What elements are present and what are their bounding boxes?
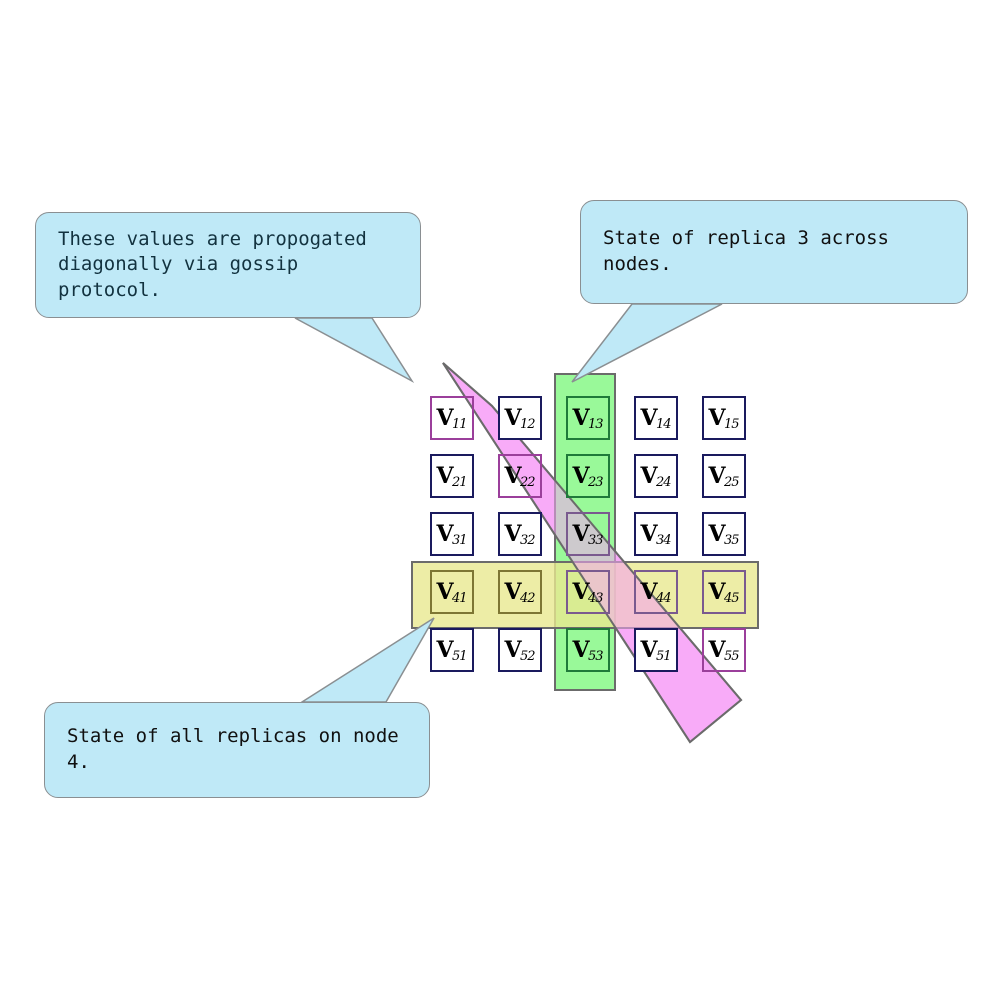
cell-symbol: V [504, 521, 522, 547]
cell-symbol: V [572, 579, 590, 605]
cell-subscript: 35 [724, 532, 740, 548]
callout-text: These values are propogated diagonally v… [58, 227, 367, 301]
cell-symbol: V [640, 521, 658, 547]
cell-symbol: V [640, 463, 658, 489]
cell-subscript: 24 [656, 474, 672, 490]
callout-gossip-note: These values are propogated diagonally v… [35, 212, 421, 318]
cell-symbol: V [572, 463, 590, 489]
cell-symbol: V [708, 463, 726, 489]
callout-text: State of all replicas on node 4. [67, 725, 399, 773]
cell-subscript: 12 [520, 416, 536, 432]
cell-symbol: V [572, 637, 590, 663]
cell-symbol: V [708, 405, 726, 431]
cell-symbol: V [708, 637, 726, 663]
cell-subscript: 53 [588, 648, 604, 664]
cell-symbol: V [436, 521, 454, 547]
node-note-tail [299, 617, 435, 703]
cell-subscript: 52 [520, 648, 536, 664]
cell-subscript: 22 [520, 474, 536, 490]
cell-subscript: 34 [656, 532, 672, 548]
callout-text: State of replica 3 across nodes. [603, 227, 889, 275]
cell-subscript: 45 [724, 590, 740, 606]
cell-subscript: 51 [452, 648, 468, 664]
cell-subscript: 55 [724, 648, 740, 664]
cell-subscript: 51 [656, 648, 672, 664]
cell-symbol: V [640, 579, 658, 605]
cell-symbol: V [436, 405, 454, 431]
cell-symbol: V [572, 405, 590, 431]
cell-subscript: 41 [452, 590, 468, 606]
cell-symbol: V [640, 637, 658, 663]
cell-subscript: 15 [724, 416, 740, 432]
cell-symbol: V [708, 521, 726, 547]
cell-subscript: 44 [656, 590, 672, 606]
cell-subscript: 25 [724, 474, 740, 490]
cell-subscript: 32 [520, 532, 536, 548]
cell-subscript: 23 [588, 474, 604, 490]
cell-symbol: V [504, 579, 522, 605]
replica-note-tail [571, 303, 723, 383]
gossip-note-tail [294, 317, 415, 384]
cell-symbol: V [436, 637, 454, 663]
cell-symbol: V [504, 637, 522, 663]
cell-subscript: 14 [656, 416, 672, 432]
cell-subscript: 13 [588, 416, 604, 432]
cell-symbol: V [436, 463, 454, 489]
cell-subscript: 42 [520, 590, 536, 606]
cell-symbol: V [436, 579, 454, 605]
cell-symbol: V [572, 521, 590, 547]
callout-node-note: State of all replicas on node 4. [44, 702, 430, 798]
cell-subscript: 33 [588, 532, 604, 548]
cell-subscript: 31 [452, 532, 468, 548]
cell-subscript: 21 [452, 474, 468, 490]
callout-replica-note: State of replica 3 across nodes. [580, 200, 968, 304]
cell-subscript: 11 [452, 416, 468, 432]
cell-subscript: 43 [588, 590, 604, 606]
cell-symbol: V [640, 405, 658, 431]
cell-symbol: V [504, 463, 522, 489]
cell-symbol: V [504, 405, 522, 431]
cell-symbol: V [708, 579, 726, 605]
